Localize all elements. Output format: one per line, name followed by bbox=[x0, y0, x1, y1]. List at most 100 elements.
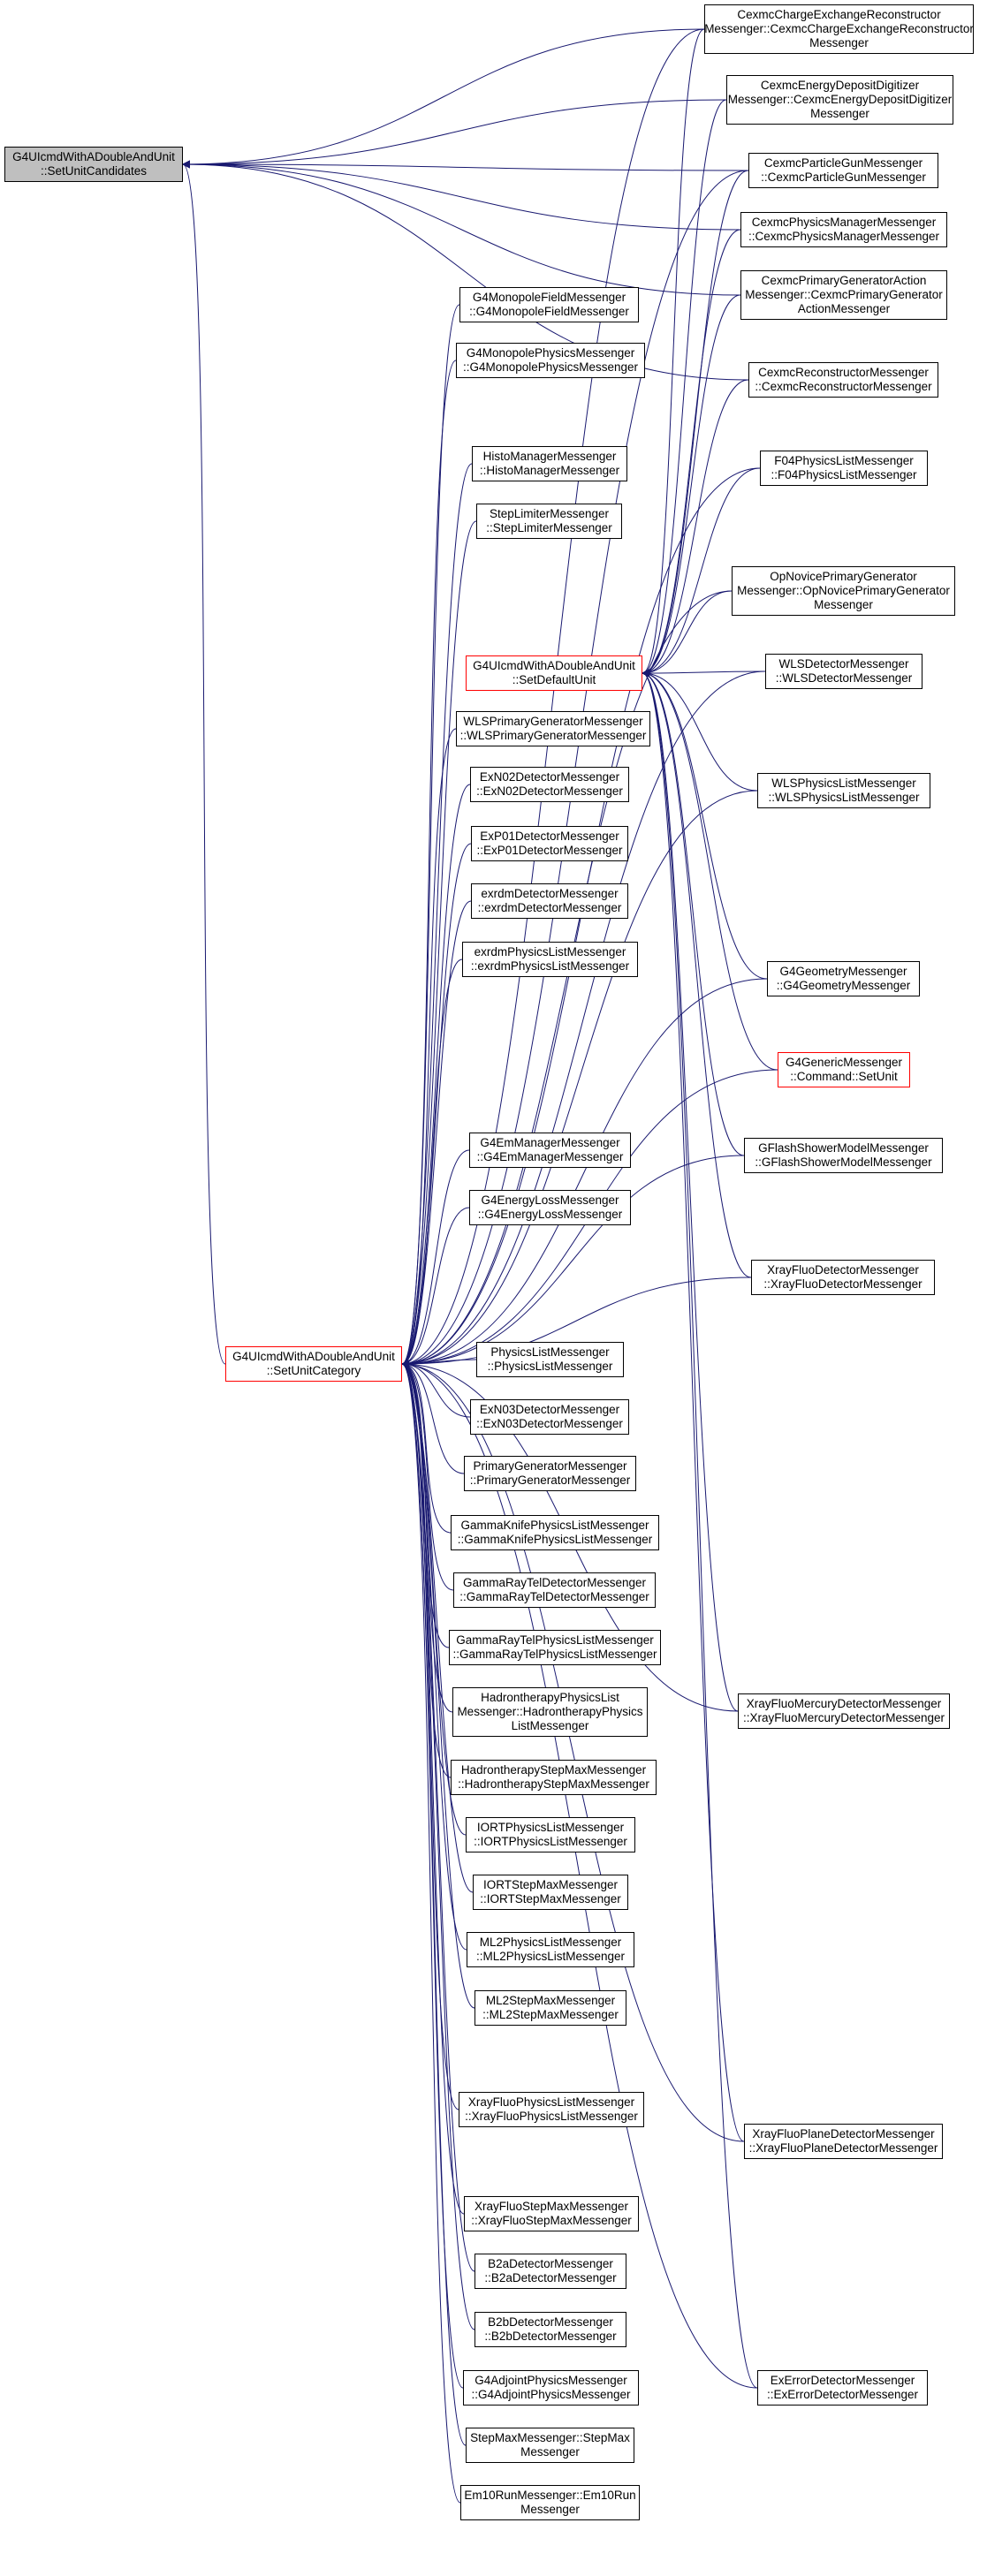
edge-g4-energy-loss-to-set-unit-category bbox=[401, 1207, 470, 1368]
edge-cexmc-reconstructor-to-set-default-unit bbox=[642, 379, 749, 678]
edge-exrdm-physics-list-to-set-unit-category bbox=[401, 958, 463, 1368]
node-xrayfluo-detector[interactable]: XrayFluoDetectorMessenger ::XrayFluoDete… bbox=[751, 1260, 935, 1295]
node-xrayfluo-plane-detector[interactable]: XrayFluoPlaneDetectorMessenger ::XrayFlu… bbox=[744, 2124, 943, 2159]
edge-g4-geometry-to-set-default-unit bbox=[642, 669, 768, 980]
node-g4-adjoint-physics[interactable]: G4AdjointPhysicsMessenger ::G4AdjointPhy… bbox=[463, 2370, 639, 2406]
edge-cexmc-physics-manager-to-set-default-unit bbox=[642, 229, 741, 678]
edge-gflash-shower-model-to-set-unit-category bbox=[401, 1155, 745, 1368]
edge-xrayfluo-plane-detector-to-set-unit-category bbox=[401, 1360, 745, 2142]
edge-exp01-detector-to-set-unit-category bbox=[401, 843, 472, 1368]
node-wls-primary-generator[interactable]: WLSPrimaryGeneratorMessenger ::WLSPrimar… bbox=[456, 711, 650, 746]
edge-primary-generator-to-set-unit-category bbox=[401, 1360, 465, 1474]
edge-cexmc-charge-exchange-to-set-default-unit bbox=[642, 28, 705, 678]
node-iort-step-max[interactable]: IORTStepMaxMessenger ::IORTStepMaxMessen… bbox=[473, 1875, 628, 1910]
edge-exrdm-detector-to-set-unit-category bbox=[401, 900, 472, 1368]
node-g4-generic-command-set-unit[interactable]: G4GenericMessenger ::Command::SetUnit bbox=[778, 1052, 910, 1087]
node-cexmc-physics-manager[interactable]: CexmcPhysicsManagerMessenger ::CexmcPhys… bbox=[740, 212, 947, 247]
edge-wls-primary-generator-to-set-unit-category bbox=[401, 728, 457, 1368]
node-set-unit-category[interactable]: G4UIcmdWithADoubleAndUnit ::SetUnitCateg… bbox=[225, 1346, 402, 1382]
node-opnovice-primary-generator[interactable]: OpNovicePrimaryGenerator Messenger::OpNo… bbox=[732, 566, 955, 616]
node-step-limiter[interactable]: StepLimiterMessenger ::StepLimiterMessen… bbox=[476, 504, 622, 539]
node-em10-run[interactable]: Em10RunMessenger::Em10Run Messenger bbox=[460, 2485, 640, 2520]
node-g4-energy-loss[interactable]: G4EnergyLossMessenger ::G4EnergyLossMess… bbox=[469, 1190, 631, 1225]
edge-wls-physics-list-to-set-default-unit bbox=[642, 669, 758, 792]
edge-opnovice-primary-generator-to-set-unit-category bbox=[401, 590, 733, 1368]
node-xrayfluo-step-max[interactable]: XrayFluoStepMaxMessenger ::XrayFluoStepM… bbox=[464, 2196, 639, 2231]
node-cexmc-energy-deposit[interactable]: CexmcEnergyDepositDigitizer Messenger::C… bbox=[726, 75, 953, 125]
edge-b2a-detector-to-set-unit-category bbox=[401, 1360, 475, 2272]
edge-histo-manager-to-set-unit-category bbox=[401, 463, 473, 1368]
edge-step-max-to-set-unit-category bbox=[401, 1360, 467, 2446]
edge-g4-monopole-physics-to-set-unit-category bbox=[401, 360, 457, 1368]
edge-gammaknife-physics-list-to-set-unit-category bbox=[401, 1360, 452, 1534]
node-b2b-detector[interactable]: B2bDetectorMessenger ::B2bDetectorMessen… bbox=[475, 2312, 626, 2347]
edge-cexmc-primary-generator-to-set-default-unit bbox=[642, 294, 741, 678]
node-histo-manager[interactable]: HistoManagerMessenger ::HistoManagerMess… bbox=[472, 446, 627, 481]
edge-cexmc-physics-manager-to-set-unit-candidates bbox=[182, 160, 741, 231]
edge-cexmc-energy-deposit-to-set-default-unit bbox=[642, 99, 727, 678]
edge-set-unit-category-to-set-unit-candidates bbox=[182, 160, 226, 1365]
node-ml2-step-max[interactable]: ML2StepMaxMessenger ::ML2StepMaxMessenge… bbox=[475, 1990, 626, 2026]
node-xrayfluo-physics-list[interactable]: XrayFluoPhysicsListMessenger ::XrayFluoP… bbox=[459, 2092, 644, 2127]
edge-xrayfluo-physics-list-to-set-unit-category bbox=[401, 1360, 459, 2110]
node-exrdm-detector[interactable]: exrdmDetectorMessenger ::exrdmDetectorMe… bbox=[471, 883, 628, 919]
edge-opnovice-primary-generator-to-set-default-unit bbox=[642, 590, 733, 678]
node-hadrontherapy-step-max[interactable]: HadrontherapyStepMaxMessenger ::Hadronth… bbox=[451, 1760, 657, 1795]
node-exn03-detector[interactable]: ExN03DetectorMessenger ::ExN03DetectorMe… bbox=[470, 1399, 629, 1435]
edge-gflash-shower-model-to-set-default-unit bbox=[642, 669, 745, 1156]
node-exerror-detector[interactable]: ExErrorDetectorMessenger ::ExErrorDetect… bbox=[757, 2370, 928, 2406]
node-set-default-unit[interactable]: G4UIcmdWithADoubleAndUnit ::SetDefaultUn… bbox=[466, 655, 642, 691]
node-f04-physics-list[interactable]: F04PhysicsListMessenger ::F04PhysicsList… bbox=[760, 451, 928, 486]
edge-exn02-detector-to-set-unit-category bbox=[401, 784, 471, 1368]
node-hadrontherapy-physics-list[interactable]: HadrontherapyPhysicsList Messenger::Hadr… bbox=[452, 1687, 648, 1737]
node-iort-physics-list[interactable]: IORTPhysicsListMessenger ::IORTPhysicsLi… bbox=[466, 1817, 635, 1852]
edge-f04-physics-list-to-set-default-unit bbox=[642, 467, 761, 678]
edge-hadrontherapy-physics-list-to-set-unit-category bbox=[401, 1360, 453, 1713]
edge-cexmc-charge-exchange-to-set-unit-category bbox=[401, 28, 705, 1368]
node-gflash-shower-model[interactable]: GFlashShowerModelMessenger ::GFlashShowe… bbox=[744, 1138, 943, 1173]
node-cexmc-particle-gun[interactable]: CexmcParticleGunMessenger ::CexmcParticl… bbox=[748, 153, 938, 188]
edge-wls-detector-to-set-unit-category bbox=[401, 671, 766, 1368]
edge-xrayfluo-mercury-detector-to-set-default-unit bbox=[642, 669, 739, 1712]
edge-wls-physics-list-to-set-unit-category bbox=[401, 790, 758, 1368]
edge-g4-em-manager-to-set-unit-category bbox=[401, 1149, 470, 1368]
node-gammaraytel-detector[interactable]: GammaRayTelDetectorMessenger ::GammaRayT… bbox=[453, 1572, 656, 1608]
edge-xrayfluo-detector-to-set-default-unit bbox=[642, 669, 752, 1278]
edge-em10-run-to-set-unit-category bbox=[401, 1360, 461, 2504]
edge-exn03-detector-to-set-unit-category bbox=[401, 1360, 471, 1418]
node-ml2-physics-list[interactable]: ML2PhysicsListMessenger ::ML2PhysicsList… bbox=[467, 1932, 634, 1967]
node-wls-detector[interactable]: WLSDetectorMessenger ::WLSDetectorMessen… bbox=[765, 654, 922, 689]
edge-xrayfluo-plane-detector-to-set-default-unit bbox=[642, 669, 745, 2142]
edge-cexmc-energy-deposit-to-set-unit-candidates bbox=[182, 99, 727, 169]
node-primary-generator[interactable]: PrimaryGeneratorMessenger ::PrimaryGener… bbox=[464, 1456, 636, 1491]
node-physics-list[interactable]: PhysicsListMessenger ::PhysicsListMessen… bbox=[476, 1342, 624, 1377]
edge-physics-list-to-set-unit-category bbox=[401, 1359, 477, 1368]
edge-gammaraytel-detector-to-set-unit-category bbox=[401, 1360, 454, 1591]
node-cexmc-charge-exchange[interactable]: CexmcChargeExchangeReconstructor Messeng… bbox=[704, 4, 974, 54]
edge-exerror-detector-to-set-default-unit bbox=[642, 669, 758, 2389]
node-cexmc-reconstructor[interactable]: CexmcReconstructorMessenger ::CexmcRecon… bbox=[748, 362, 938, 398]
node-xrayfluo-mercury-detector[interactable]: XrayFluoMercuryDetectorMessenger ::XrayF… bbox=[738, 1693, 950, 1729]
edge-g4-geometry-to-set-unit-category bbox=[401, 978, 768, 1368]
edge-wls-detector-to-set-default-unit bbox=[642, 669, 766, 678]
node-exn02-detector[interactable]: ExN02DetectorMessenger ::ExN02DetectorMe… bbox=[470, 767, 629, 802]
node-gammaknife-physics-list[interactable]: GammaKnifePhysicsListMessenger ::GammaKn… bbox=[451, 1515, 659, 1550]
node-b2a-detector[interactable]: B2aDetectorMessenger ::B2aDetectorMessen… bbox=[475, 2254, 626, 2289]
edge-ml2-step-max-to-set-unit-category bbox=[401, 1360, 475, 2009]
node-cexmc-primary-generator[interactable]: CexmcPrimaryGeneratorAction Messenger::C… bbox=[740, 270, 947, 320]
node-exp01-detector[interactable]: ExP01DetectorMessenger ::ExP01DetectorMe… bbox=[471, 826, 628, 861]
node-exrdm-physics-list[interactable]: exrdmPhysicsListMessenger ::exrdmPhysics… bbox=[462, 942, 638, 977]
node-g4-em-manager[interactable]: G4EmManagerMessenger ::G4EmManagerMessen… bbox=[469, 1133, 631, 1168]
edge-b2b-detector-to-set-unit-category bbox=[401, 1360, 475, 2330]
node-g4-monopole-field[interactable]: G4MonopoleFieldMessenger ::G4MonopoleFie… bbox=[459, 287, 639, 322]
node-g4-geometry[interactable]: G4GeometryMessenger ::G4GeometryMessenge… bbox=[767, 961, 920, 996]
edge-g4-generic-command-set-unit-to-set-default-unit bbox=[642, 669, 778, 1071]
node-gammaraytel-physics-list[interactable]: GammaRayTelPhysicsListMessenger ::GammaR… bbox=[449, 1630, 661, 1665]
node-step-max[interactable]: StepMaxMessenger::StepMax Messenger bbox=[466, 2428, 634, 2463]
edge-iort-step-max-to-set-unit-category bbox=[401, 1360, 474, 1893]
node-set-unit-candidates[interactable]: G4UIcmdWithADoubleAndUnit ::SetUnitCandi… bbox=[4, 147, 183, 182]
node-wls-physics-list[interactable]: WLSPhysicsListMessenger ::WLSPhysicsList… bbox=[757, 773, 930, 808]
node-g4-monopole-physics[interactable]: G4MonopolePhysicsMessenger ::G4MonopoleP… bbox=[456, 343, 645, 378]
edge-cexmc-particle-gun-to-set-unit-candidates bbox=[182, 160, 749, 171]
